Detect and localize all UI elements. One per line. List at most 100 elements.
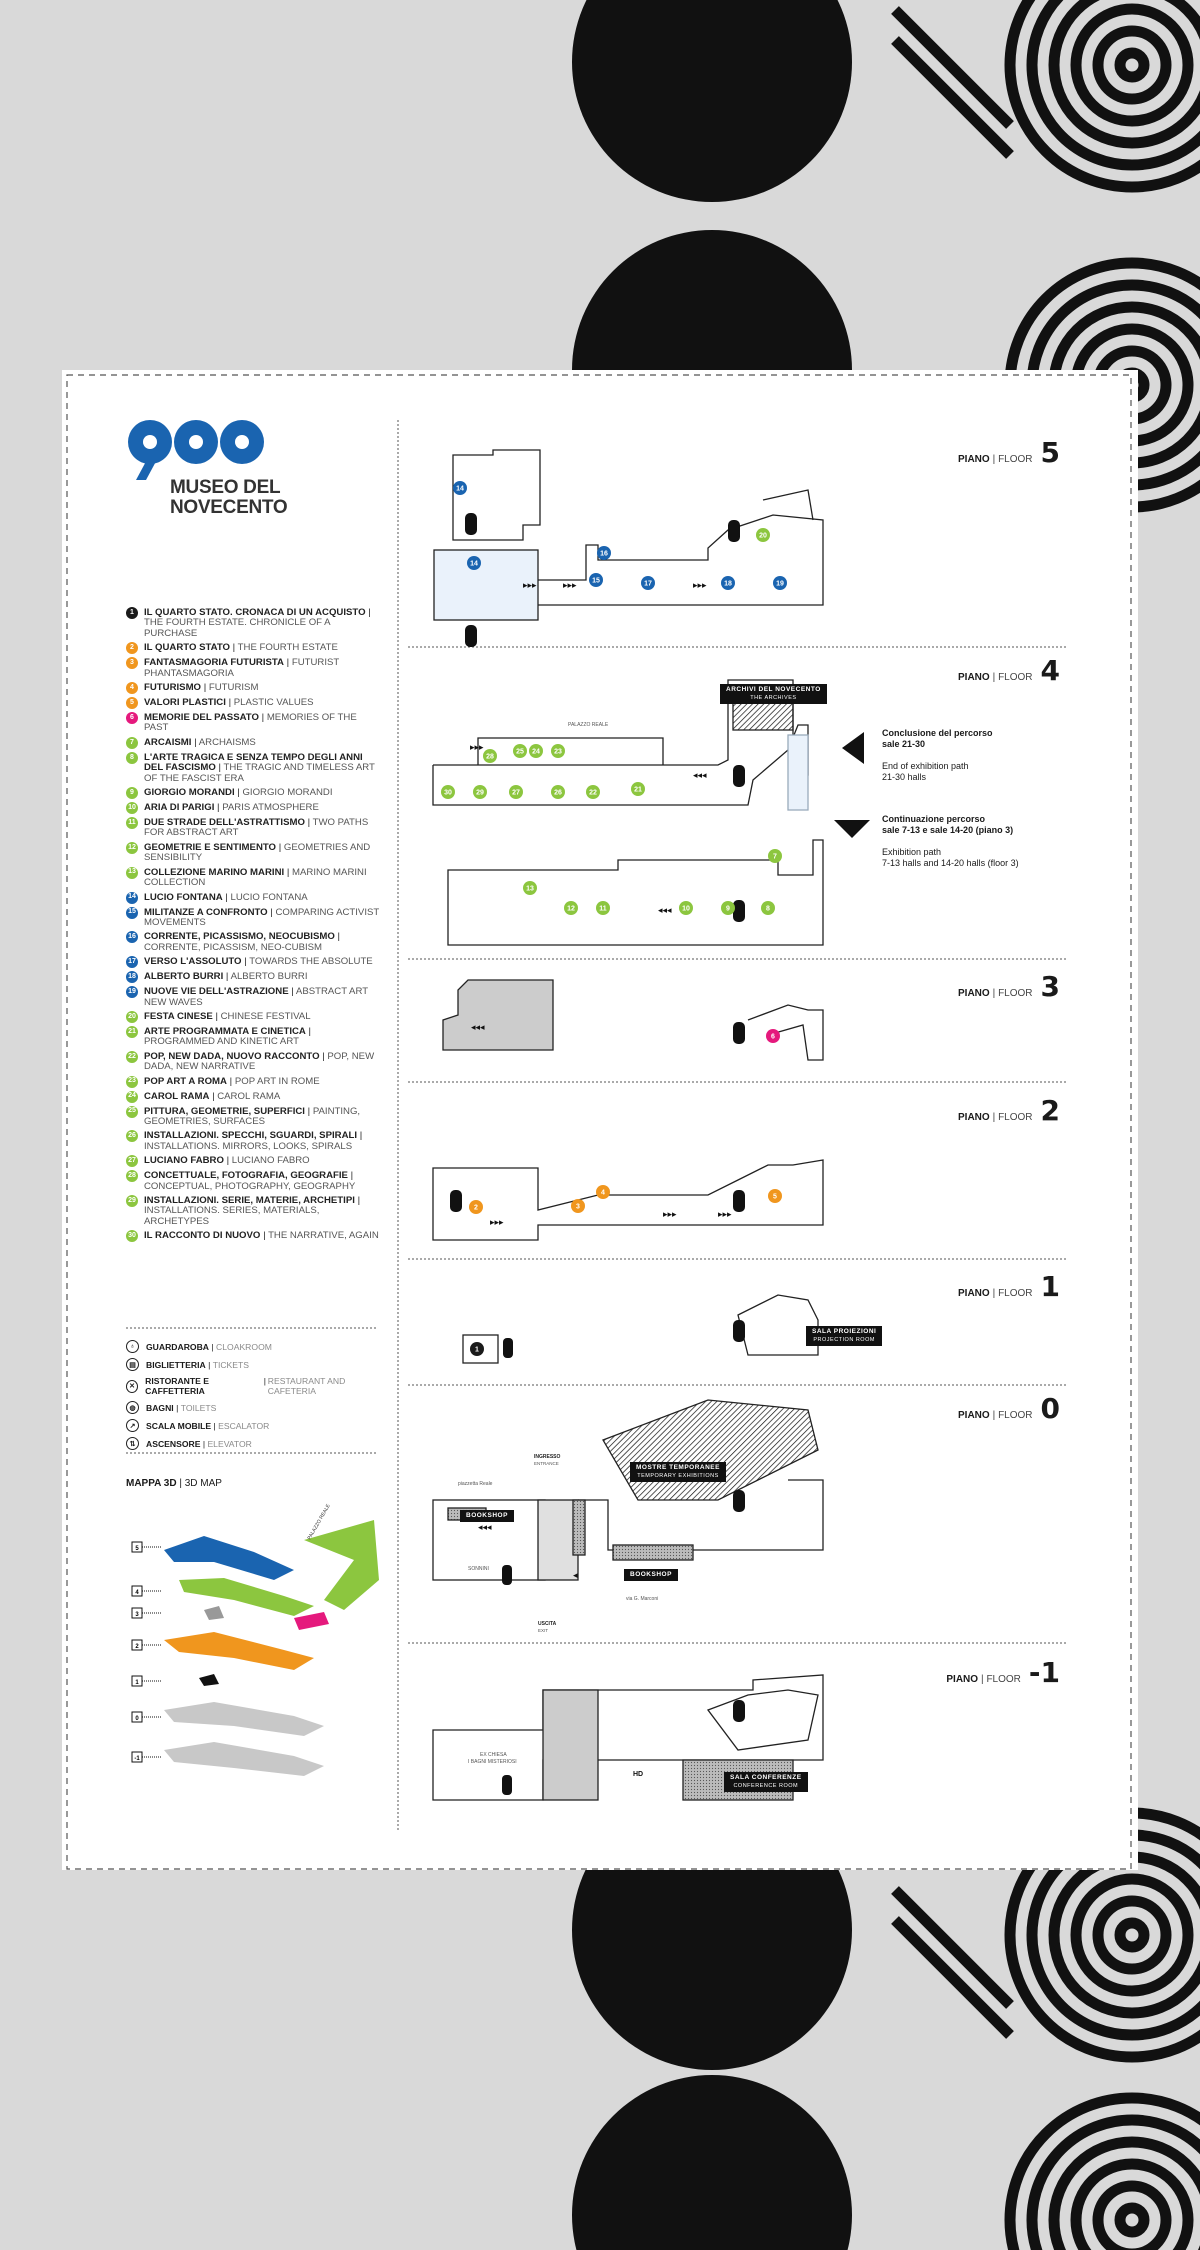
svg-text:0: 0 xyxy=(135,1716,139,1722)
service-item: ↗Scala mobile | Escalator xyxy=(126,1419,386,1432)
plan-floor-2 xyxy=(432,1159,824,1241)
floor-piano: PIANO xyxy=(958,1410,990,1421)
legend-number-badge: 5 xyxy=(126,697,138,710)
legend-title-it: Alberto Burri xyxy=(144,971,224,983)
room-marker: 13 xyxy=(523,881,537,895)
svg-text:1: 1 xyxy=(135,1680,139,1686)
legend-text: Concettuale, fotografia, geografie | Con… xyxy=(144,1170,356,1192)
map3d-level-marker: 3 xyxy=(131,1607,162,1619)
legend-item: 13Collezione Marino Marini | Marino Mari… xyxy=(126,866,382,889)
legend-number-badge: 2 xyxy=(126,642,138,655)
legend-title-it: Pittura, geometrie, superfici xyxy=(144,1105,305,1117)
legend-item: 21Arte programmata e cinetica | Programm… xyxy=(126,1025,382,1048)
service-item: ◍Bagni | Toilets xyxy=(126,1401,386,1414)
legend-text: Pittura, geometrie, superfici | Painting… xyxy=(144,1105,361,1127)
legend-text: Lucio Fontana | Lucio Fontana xyxy=(144,891,308,903)
room-marker: 17 xyxy=(641,576,655,590)
map3d-level-1 xyxy=(199,1674,219,1686)
legend-title-en: The narrative, again xyxy=(268,1230,379,1242)
note-end-en: End of exhibition path xyxy=(882,761,969,771)
svg-text:4: 4 xyxy=(135,1590,139,1596)
map3d-level-marker: 4 xyxy=(131,1585,162,1597)
legend-number-badge: 23 xyxy=(126,1075,138,1088)
svg-text:8: 8 xyxy=(766,906,770,913)
legend-title-en: Geometries and sensibility xyxy=(144,841,371,864)
legend-text: Nuove vie dell'astrazione | Abstract art… xyxy=(144,986,368,1008)
note-cont-it: Continuazione percorso xyxy=(882,814,986,824)
svg-text:11: 11 xyxy=(599,906,607,913)
label-via-marconi: via G. Marconi xyxy=(626,1596,658,1602)
svg-text:3: 3 xyxy=(576,1204,580,1211)
svg-text:▸▸▸: ▸▸▸ xyxy=(663,1210,677,1220)
label-hd: HD xyxy=(633,1771,643,1778)
legend-title-en: Marino Marini collection xyxy=(144,866,367,889)
legend-number-badge: 29 xyxy=(126,1195,138,1207)
legend-title-en: Giorgio Morandi xyxy=(242,787,333,799)
service-item: ✕Ristorante e caffetteria | Restaurant a… xyxy=(126,1376,386,1396)
svg-text:5: 5 xyxy=(135,1546,139,1552)
service-name-en: Restaurant and cafeteria xyxy=(267,1376,346,1396)
legend-title-en: Installations. Series, materials, archet… xyxy=(144,1205,320,1227)
legend-item: 19 Nuove vie dell'astrazione | Abstract a… xyxy=(126,986,382,1008)
legend-text: Fantasmagoria futurista | Futurist phant… xyxy=(144,657,340,679)
legend-item: 16Corrente, Picassismo, Neocubismo | Cor… xyxy=(126,931,382,953)
tickets-icon: ▤ xyxy=(126,1358,139,1371)
legend-text: Arcaismi | Archaisms xyxy=(144,736,256,748)
label-palazzo-reale: PALAZZO REALE xyxy=(568,722,609,728)
svg-text:▸▸▸: ▸▸▸ xyxy=(718,1210,732,1220)
floor-floor: FLOOR xyxy=(998,672,1033,683)
legend-title-it: L'arte tragica e senza tempo degli anni … xyxy=(144,751,363,774)
svg-text:30: 30 xyxy=(444,790,452,797)
legend-title-en: Towards the absolute xyxy=(249,956,373,968)
legend-text: Corrente, Picassismo, Neocubismo | Corre… xyxy=(144,931,340,953)
floor-number: 3 xyxy=(1040,970,1060,1003)
legend-item: 9Giorgio Morandi | Giorgio Morandi xyxy=(126,787,382,800)
legend-number-badge: 19 xyxy=(126,986,138,999)
legend-title-it: Corrente, Picassismo, Neocubismo xyxy=(144,931,335,943)
service-name-en: Cloakroom xyxy=(216,1341,272,1352)
map3d-level-4 xyxy=(179,1520,379,1616)
svg-text:▸▸▸: ▸▸▸ xyxy=(490,1218,504,1228)
legend-title-en: Plastic values xyxy=(233,697,314,709)
legend-item: 5Valori plastici | Plastic values xyxy=(126,697,382,710)
note-cont-en: Exhibition path xyxy=(882,847,942,857)
legend-number-badge: 12 xyxy=(126,841,138,854)
svg-text:◂◂◂: ◂◂◂ xyxy=(478,1523,492,1533)
legend-title-it: Due strade dell'astrattismo xyxy=(144,817,305,829)
legend-title-it: Luciano Fabro xyxy=(144,1155,224,1167)
svg-text:16: 16 xyxy=(600,551,608,558)
legend-text: Militanze a confronto | Comparing activi… xyxy=(144,906,380,928)
room-marker: 14 xyxy=(467,556,481,570)
legend-item: 10Aria di Parigi | Paris atmosphere xyxy=(126,802,382,815)
service-name-it: Ristorante e caffetteria xyxy=(145,1376,209,1396)
label-uscita: USCITA xyxy=(538,1621,557,1627)
legend-text: Alberto Burri | Alberto Burri xyxy=(144,971,308,983)
svg-text:7: 7 xyxy=(773,854,777,861)
legend-title-en: Painting, geometries, surfaces xyxy=(144,1105,361,1127)
svg-text:6: 6 xyxy=(771,1034,775,1041)
legend-number-badge: 3 xyxy=(126,657,138,670)
map3d-title: MAPPA 3D | 3D MAP xyxy=(126,1478,222,1489)
legend-item: 30Il racconto di nuovo | The narrative, … xyxy=(126,1230,382,1243)
room-marker: 24 xyxy=(529,744,543,758)
legend-text: Collezione Marino Marini | Marino Marini… xyxy=(144,866,367,889)
floor-number: 1 xyxy=(1040,1270,1060,1303)
room-marker: 4 xyxy=(596,1185,610,1199)
legend-number-badge: 30 xyxy=(126,1230,138,1243)
map3d-level-marker: -1 xyxy=(131,1751,162,1763)
svg-text:-1: -1 xyxy=(134,1756,140,1762)
room-marker: 16 xyxy=(597,546,611,560)
plan-floor-4 xyxy=(432,679,824,946)
legend-text: Luciano Fabro | Luciano Fabro xyxy=(144,1155,310,1167)
legend-item: 24Carol Rama | Carol Rama xyxy=(126,1090,382,1103)
room-marker: 11 xyxy=(596,901,610,915)
legend-title-it: Pop art a Roma xyxy=(144,1075,227,1087)
museum-map-sheet xyxy=(62,370,1138,1870)
legend-number-badge: 9 xyxy=(126,787,138,800)
service-name-it: Scala mobile xyxy=(146,1420,212,1431)
svg-text:◂◂◂: ◂◂◂ xyxy=(693,771,707,781)
escalator-icon: ↗ xyxy=(126,1419,139,1432)
room-marker: 27 xyxy=(509,785,523,799)
label-exit: EXIT xyxy=(538,1628,548,1633)
